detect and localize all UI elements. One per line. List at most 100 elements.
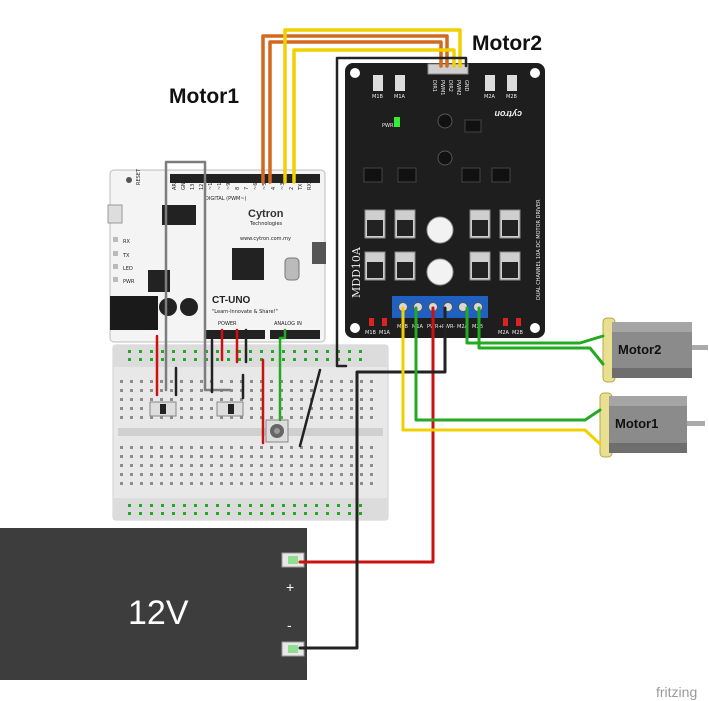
capacitor-2: [180, 298, 198, 316]
reset-label: RESET: [136, 168, 142, 185]
capacitor-1: [159, 298, 177, 316]
driver-header-pin-label: GND: [463, 80, 469, 92]
bottom-label-m1b: M1B: [365, 330, 376, 336]
button-m2a[interactable]: [485, 75, 495, 91]
power-header-label: POWER: [218, 321, 237, 327]
arduino-brand-sub: Technologies: [249, 221, 283, 227]
mount-hole: [350, 68, 360, 78]
led-label-pwr: PWR: [123, 279, 135, 285]
digital-pin-label: 7: [244, 187, 250, 190]
motor2-green-wire: [465, 306, 605, 345]
battery-12v: 12V + -: [0, 528, 307, 680]
arduino-board: RX TX LED PWR RESET DIGITAL (PWM~) Cytro…: [107, 168, 326, 343]
arduino-slogan: "Learn-Innovate & Share!": [212, 309, 278, 315]
driver-header-pin-label: DIR1: [431, 80, 437, 92]
led-label-rx: RX: [123, 239, 130, 245]
orange-wire: [268, 40, 443, 184]
power-jack: [110, 296, 158, 330]
digital-pin-label: TX 1: [298, 179, 304, 191]
battery-voltage-label: 12V: [128, 594, 189, 632]
mount-hole: [530, 323, 540, 333]
black-wire: [335, 56, 468, 368]
crystal: [284, 257, 300, 281]
analog-header: [270, 330, 320, 339]
digital-pin-label: 13: [190, 184, 196, 190]
gray-wire: [164, 160, 207, 392]
motor2-body: [612, 322, 692, 378]
driver-header-pin-label: PWM1: [439, 80, 445, 95]
button-label-m2a: M2A: [484, 94, 495, 100]
digital-pin-label: ~11: [208, 179, 214, 190]
button-label-m1a: M1A: [394, 94, 405, 100]
driver-header-pin-label: PWM2: [455, 80, 461, 95]
digital-pin-label: ~9: [226, 183, 232, 190]
digital-pin-label: GND: [181, 178, 187, 190]
motor1-body-label: Motor1: [615, 416, 658, 431]
digital-pin-label: AREF: [172, 177, 178, 190]
digital-pin-label: 12: [199, 184, 205, 190]
pwr-led-label: PWR: [382, 123, 394, 129]
battery-minus-label: -: [287, 617, 292, 633]
arduino-brand: Cytron: [248, 208, 284, 220]
motor2-green-wire: [477, 306, 605, 366]
digital-header: [170, 174, 320, 183]
digital-pin-label: ~6: [253, 183, 259, 190]
mcu-chip: [232, 248, 264, 280]
driver-header-pin-label: DIR2: [447, 80, 453, 92]
motor2-body-label: Motor2: [618, 342, 661, 357]
digital-pin-label: 4: [271, 187, 277, 190]
capacitor-1: [426, 216, 454, 244]
digital-pin-label: ~5: [262, 183, 268, 190]
battery-plus-label: +: [286, 579, 294, 595]
arduino-name: CT-UNO: [212, 295, 251, 306]
led-label-led: LED: [123, 266, 133, 272]
terminal-label: PWR+: [427, 324, 443, 330]
capacitor-2: [426, 258, 454, 286]
digital-header-label: DIGITAL (PWM~): [205, 196, 247, 202]
motor1-yellow-wire: [401, 306, 602, 446]
regulator-chip: [148, 270, 170, 292]
button-m2b[interactable]: [507, 75, 517, 91]
motor1-green-wire: [414, 306, 602, 422]
switch-1[interactable]: [149, 401, 177, 417]
terminal-label: PWR-: [442, 324, 455, 330]
potentiometer[interactable]: [265, 419, 289, 443]
battery-body: [0, 528, 307, 680]
digital-pin-label: 2: [289, 187, 295, 190]
green-wire: [278, 328, 287, 422]
mount-hole: [530, 68, 540, 78]
digital-pin-label: RX 0: [307, 178, 313, 190]
button-label-m2b: M2B: [506, 94, 517, 100]
motor1: Motor1: [599, 392, 705, 458]
mount-hole: [350, 323, 360, 333]
digital-pin-label: ~10: [217, 179, 223, 190]
usb-chip: [162, 205, 196, 225]
button-m1b[interactable]: [373, 75, 383, 91]
bottom-label-m2a: M2A: [498, 330, 509, 336]
motor1-body: [609, 396, 687, 453]
motor2: Motor2: [602, 317, 708, 383]
motor1-title: Motor1: [169, 85, 239, 108]
yellow-wire: [283, 28, 462, 184]
terminal-label: M1A: [412, 324, 423, 330]
motor2-title: Motor2: [472, 32, 542, 55]
fritzing-watermark: fritzing: [656, 684, 697, 700]
button-m1a[interactable]: [395, 75, 405, 91]
breadboard: [112, 344, 389, 521]
gray-wire: [203, 180, 232, 392]
usb-port: [107, 204, 123, 224]
power-header: [205, 330, 265, 339]
button-label-m1b: M1B: [372, 94, 383, 100]
icsp-header: [312, 242, 326, 264]
reset-button[interactable]: [126, 177, 132, 183]
red-wire: [298, 306, 435, 564]
wires: [155, 28, 605, 650]
switch-2[interactable]: [216, 401, 244, 417]
driver-description: DUAL CHANNEL 10A DC MOTOR DRIVER: [536, 199, 542, 300]
terminal-label: M2A: [457, 324, 468, 330]
analog-header-label: ANALOG IN: [274, 321, 302, 327]
pwr-led: [394, 117, 400, 127]
black-wire: [298, 306, 447, 650]
